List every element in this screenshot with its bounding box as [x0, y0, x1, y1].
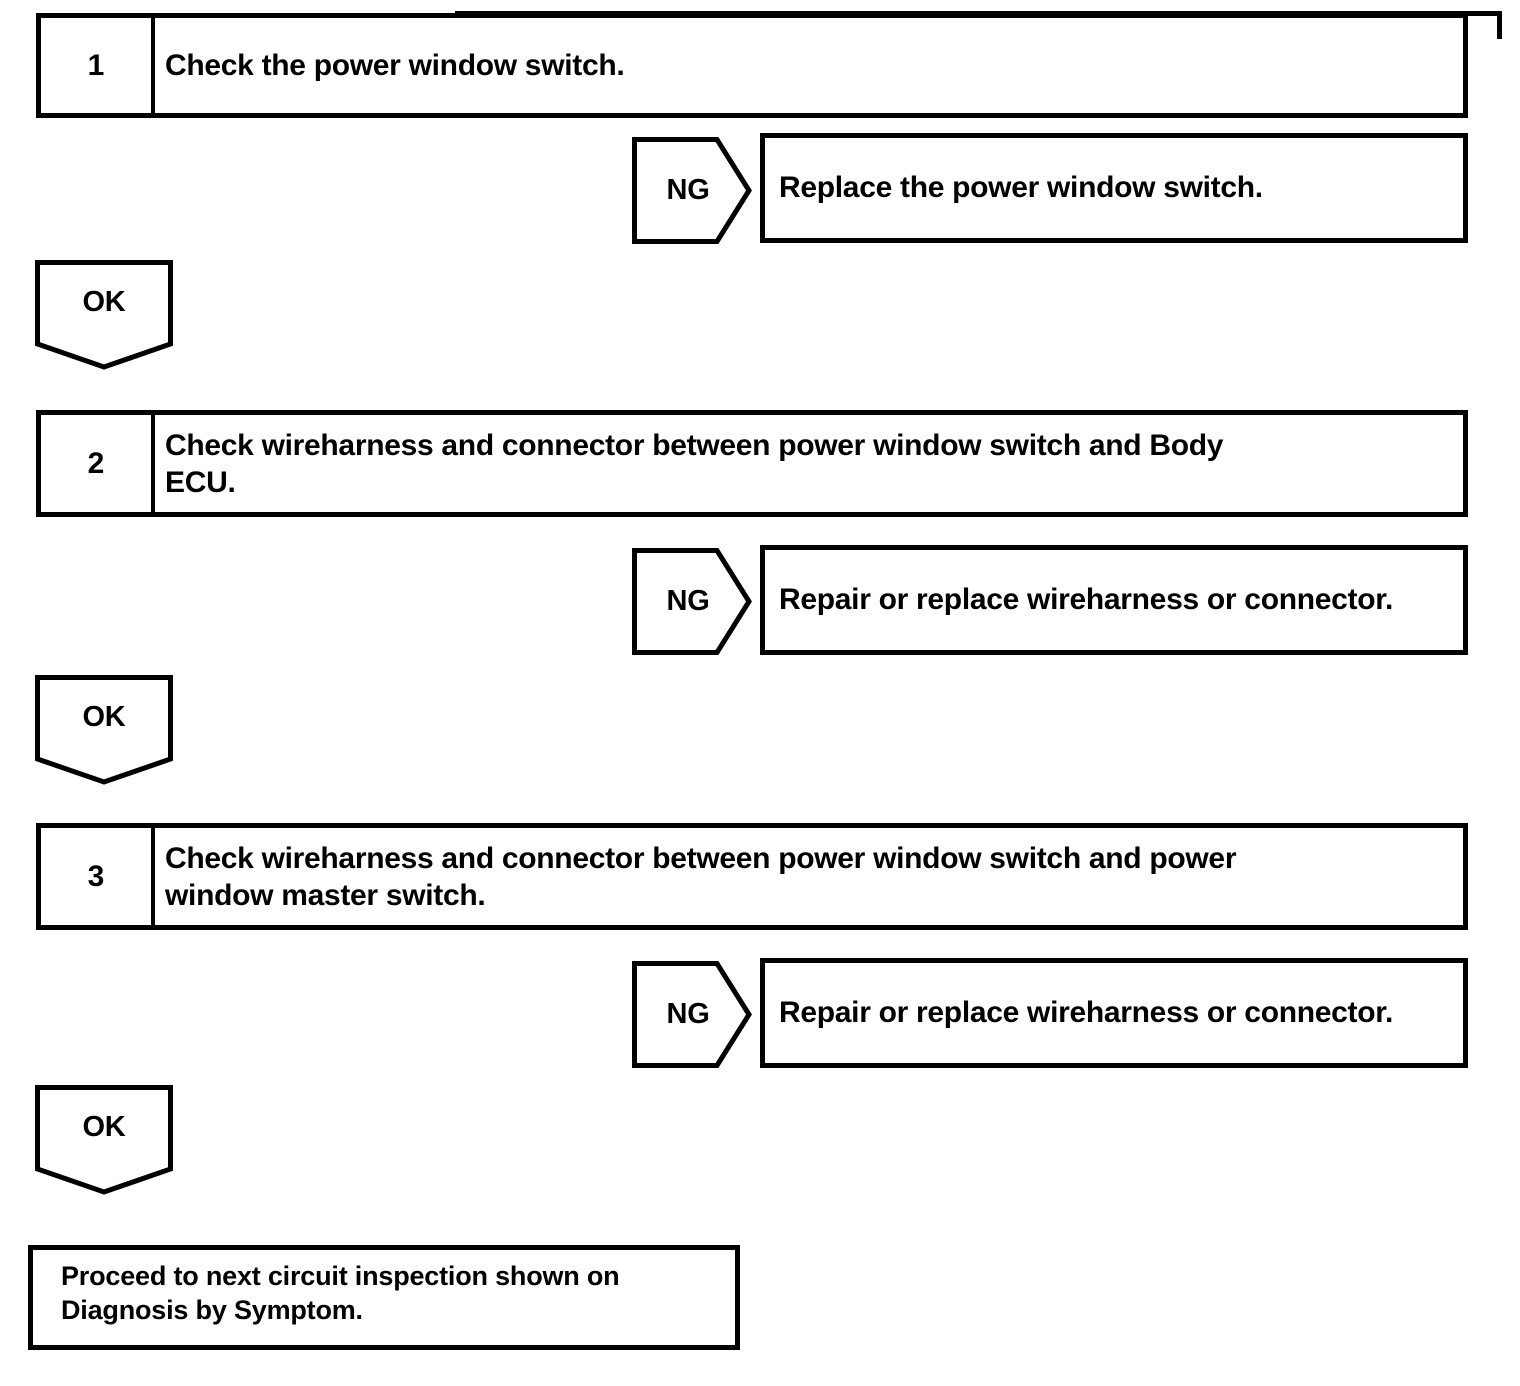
conclusion-box: Proceed to next circuit inspection shown…	[28, 1245, 740, 1350]
ok-arrow-icon: OK	[35, 1085, 173, 1195]
ng-label: NG	[666, 998, 710, 1030]
step-2-box: 2 Check wireharness and connector betwee…	[36, 410, 1468, 517]
ng-action-1-box: Replace the power window switch.	[760, 133, 1468, 243]
step-2-instruction: Check wireharness and connector between …	[155, 415, 1463, 512]
step-1-instruction: Check the power window switch.	[155, 18, 1463, 113]
ng-label: NG	[666, 585, 710, 617]
ok-label: OK	[82, 700, 126, 733]
conclusion-line: Proceed to next circuit inspection shown…	[61, 1261, 620, 1291]
ng-arrow-icon: NG	[632, 137, 752, 244]
instruction-line: Check the power window switch.	[165, 49, 625, 82]
step-3-box: 3 Check wireharness and connector betwee…	[36, 823, 1468, 930]
step-3-number: 3	[41, 828, 155, 925]
step-1-box: 1 Check the power window switch.	[36, 13, 1468, 118]
step-2-number: 2	[41, 415, 155, 512]
ok-arrow-icon: OK	[35, 260, 173, 370]
scan-artifact-tick	[1497, 11, 1502, 39]
ng-action-text: Repair or replace wireharness or connect…	[779, 996, 1394, 1029]
ng-action-text: Repair or replace wireharness or connect…	[779, 583, 1394, 616]
ok-label: OK	[82, 1110, 126, 1143]
conclusion-line: Diagnosis by Symptom.	[61, 1295, 363, 1325]
ok-arrow-icon: OK	[35, 675, 173, 785]
instruction-line: Check wireharness and connector between …	[165, 841, 1237, 875]
instruction-line: Check wireharness and connector between …	[165, 428, 1224, 462]
ng-label: NG	[666, 174, 710, 206]
ng-arrow-icon: NG	[632, 548, 752, 655]
ng-arrow-icon: NG	[632, 961, 752, 1068]
instruction-line: window master switch.	[165, 878, 486, 912]
ng-action-text: Replace the power window switch.	[779, 171, 1263, 204]
instruction-line: ECU.	[165, 465, 236, 499]
ng-action-3-box: Repair or replace wireharness or connect…	[760, 958, 1468, 1068]
ng-action-2-box: Repair or replace wireharness or connect…	[760, 545, 1468, 655]
ok-label: OK	[82, 285, 126, 318]
step-3-instruction: Check wireharness and connector between …	[155, 828, 1463, 925]
step-1-number: 1	[41, 18, 155, 113]
